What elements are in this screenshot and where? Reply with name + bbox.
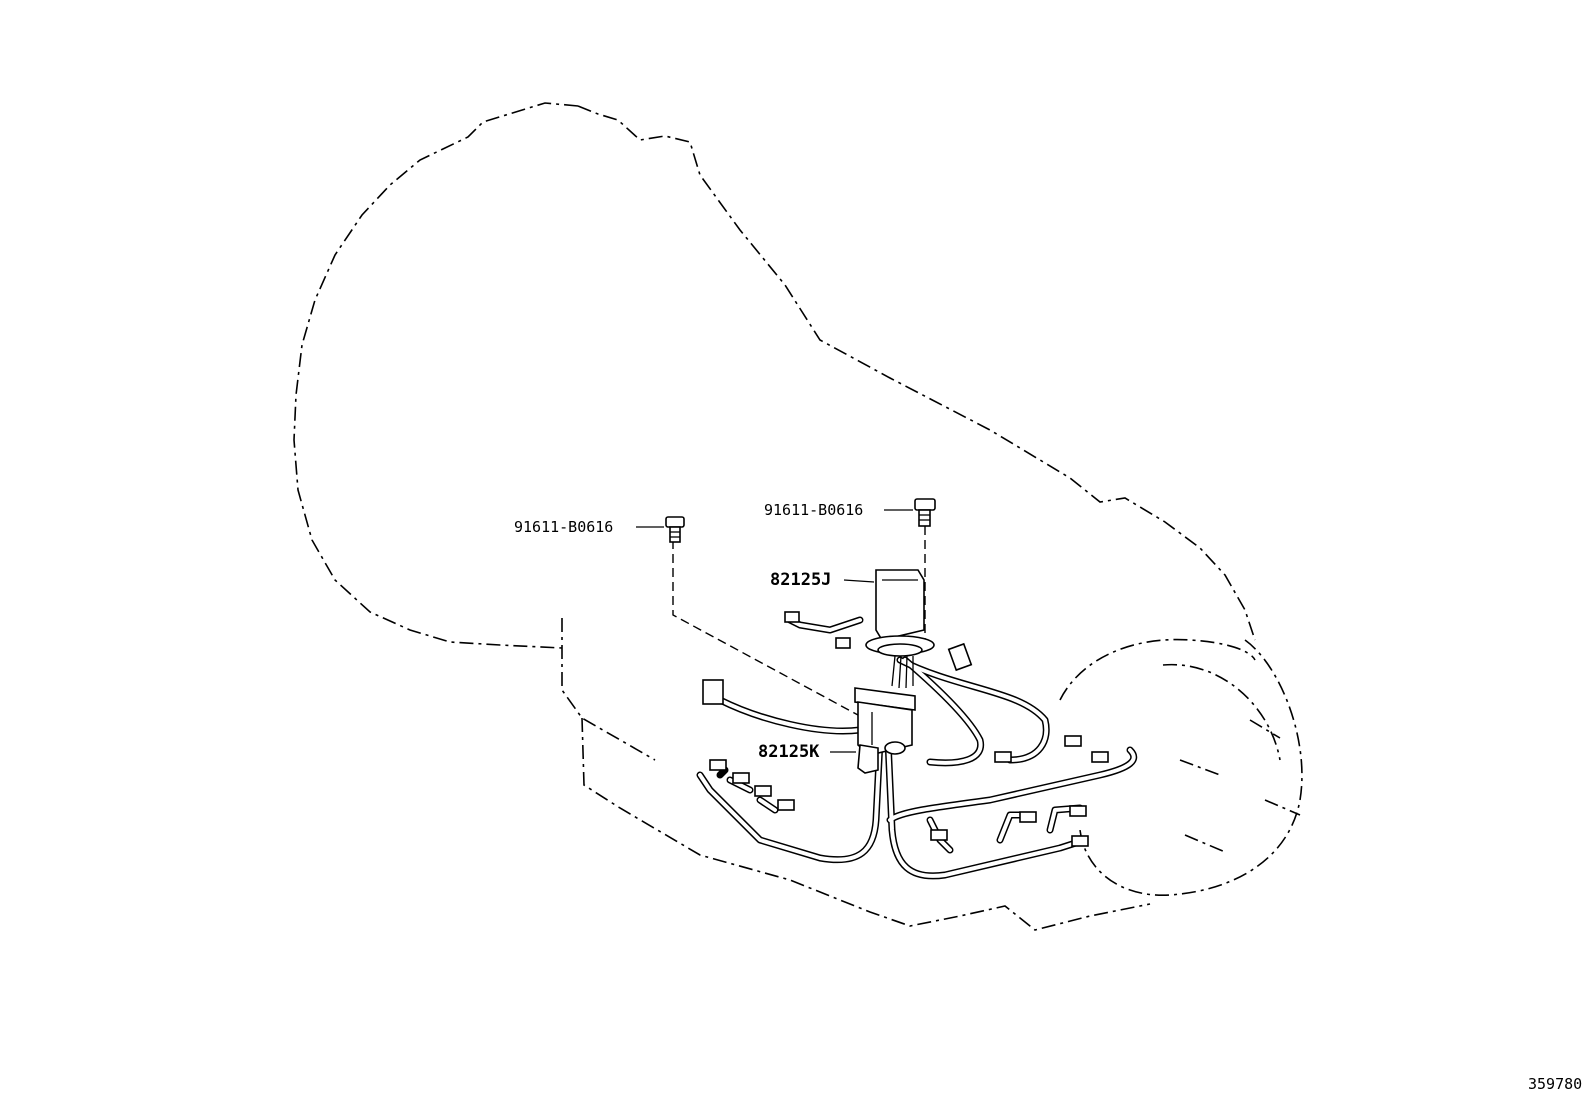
terminal-connectors: [702, 611, 1109, 847]
connector-82125k[interactable]: [854, 687, 916, 774]
bolt-right-icon[interactable]: [914, 498, 936, 527]
harness-lower-label[interactable]: 82125K: [758, 742, 820, 762]
wire-harness: [696, 616, 1138, 880]
connector-82125j[interactable]: [865, 569, 935, 689]
bolt-left-icon[interactable]: [665, 516, 685, 543]
bolt-right-label[interactable]: 91611-B0616: [764, 501, 864, 519]
bolt-leader-lines: [672, 526, 926, 716]
illustration-reference-number: 359780: [1528, 1075, 1583, 1093]
harness-upper-label[interactable]: 82125J: [770, 570, 832, 590]
callout-leaders: [636, 509, 913, 753]
bolt-left-label[interactable]: 91611-B0616: [514, 518, 614, 536]
transmission-outline: [293, 102, 1303, 931]
